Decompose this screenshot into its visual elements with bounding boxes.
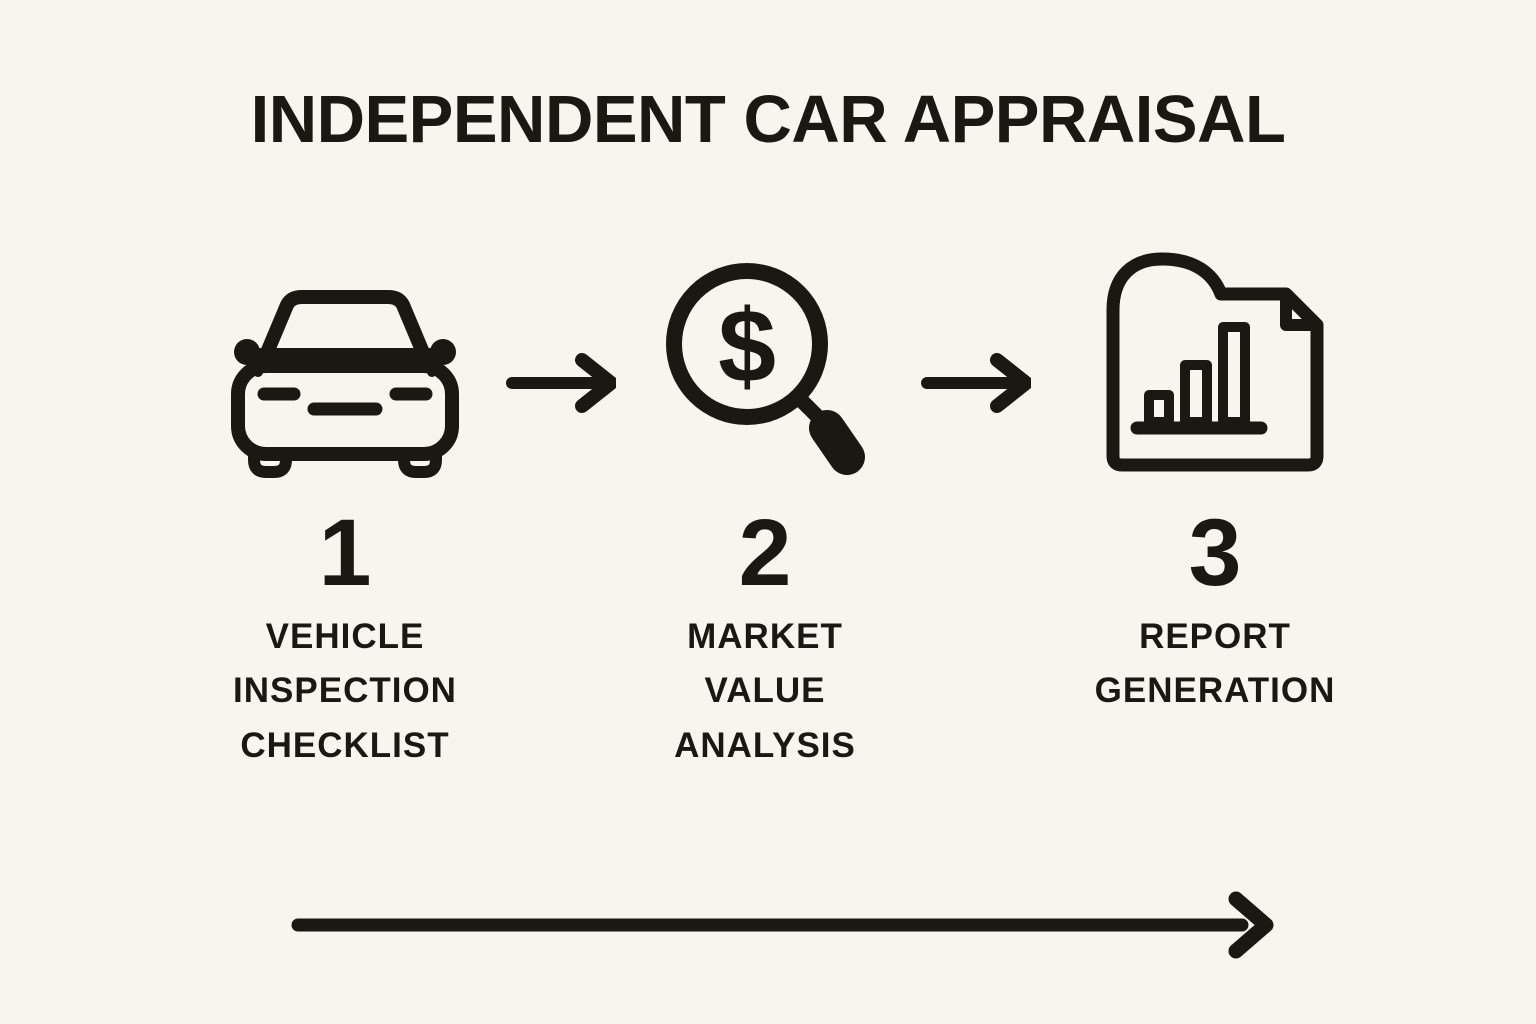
step-label: REPORT GENERATION: [1094, 617, 1336, 711]
step-number: 2: [738, 500, 792, 606]
step-vehicle-inspection: 1 VEHICLE INSPECTION CHECKLIST: [180, 246, 510, 773]
step-1-icon-box: [230, 246, 460, 478]
report-document-icon: [1106, 252, 1324, 472]
right-arrow-icon: [921, 338, 1031, 428]
dollar-sign: $: [718, 289, 776, 405]
step-number: 3: [1188, 500, 1242, 606]
right-arrow-icon: [506, 338, 616, 428]
step-2-icon-box: $: [659, 246, 871, 478]
step-market-value-analysis: $ 2 MARKET VALUE ANALYSIS: [597, 246, 933, 773]
process-flow-arrow-icon: [290, 880, 1275, 970]
step-number: 1: [318, 500, 372, 606]
dollar-magnifier-icon: $: [666, 263, 865, 475]
step-3-icon-box: [1104, 246, 1326, 478]
step-label: MARKET VALUE ANALYSIS: [674, 617, 856, 765]
step-label: VEHICLE INSPECTION CHECKLIST: [233, 617, 457, 765]
page-title: INDEPENDENT CAR APPRAISAL: [250, 82, 1286, 157]
step-report-generation: 3 REPORT GENERATION: [1040, 246, 1390, 719]
car-icon: [231, 290, 459, 478]
